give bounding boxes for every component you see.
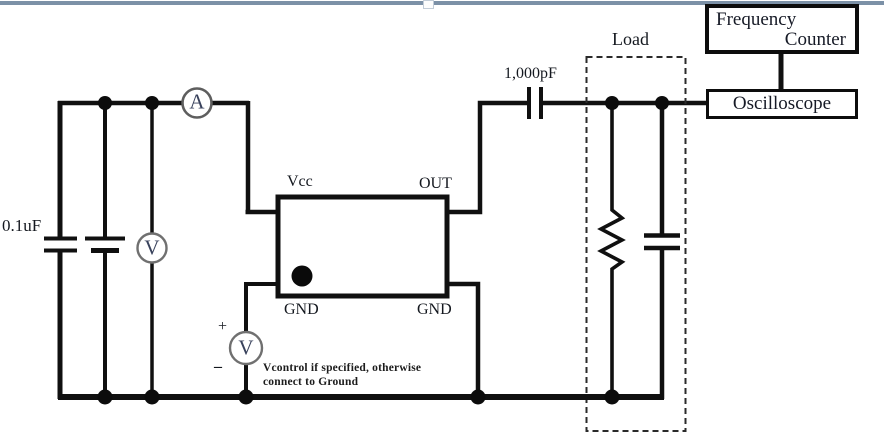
junction-dot (97, 389, 113, 405)
load-dashed-box (585, 56, 687, 432)
load-label: Load (612, 29, 649, 49)
dut-out-pin-label: OUT (419, 175, 452, 192)
frequency-counter-box: Frequency Counter (705, 4, 859, 54)
junction-dot (604, 389, 620, 405)
control-voltmeter-circle (228, 330, 264, 366)
junction-dot (145, 96, 159, 110)
junction-dot (470, 389, 486, 405)
dut-gnd-right-pin-label: GND (417, 301, 452, 318)
oscilloscope-label: Oscilloscope (732, 93, 832, 114)
series-capacitor-symbol (527, 87, 543, 119)
vcontrol-note-line2: connect to Ground (263, 376, 359, 388)
control-voltmeter-letter: V (238, 335, 254, 360)
pin1-marker-dot (291, 265, 313, 287)
load-resistor (597, 103, 626, 397)
dut-vcc-pin-label: Vcc (287, 173, 313, 190)
junction-dot (655, 96, 669, 110)
supply-voltmeter-circle (136, 232, 168, 264)
frequency-counter-label-line2: Counter (784, 29, 846, 50)
dut-gnd-left-pin-label: GND (284, 301, 319, 318)
vcontrol-note-line1: Vcontrol if specified, otherwise (263, 362, 422, 374)
vcc-feed-wire (245, 101, 280, 215)
oscilloscope-box: Oscilloscope (706, 89, 858, 119)
decoupling-capacitor-symbol (44, 236, 77, 253)
page-divider-line (0, 1, 884, 5)
series-cap-label: 1,000pF (504, 65, 557, 82)
junction-dot (144, 389, 160, 405)
supply-voltmeter-letter: V (144, 235, 160, 260)
vcontrol-minus-sign: – (214, 358, 222, 375)
junction-dot (238, 389, 254, 405)
out-wire (445, 100, 527, 215)
page-divider-notch (423, 0, 434, 9)
ammeter-circle (181, 87, 213, 119)
decoupling-cap-label: 0.1uF (2, 216, 42, 235)
junction-dot (605, 96, 619, 110)
junction-dots (97, 96, 669, 405)
frequency-counter-label-line1: Frequency (716, 9, 797, 30)
ammeter-letter: A (189, 89, 205, 114)
junction-dot (98, 96, 112, 110)
dut-box (275, 194, 450, 299)
vcontrol-plus-sign: + (218, 318, 228, 335)
load-capacitor-symbol (644, 233, 680, 251)
gnd-right-wire (445, 281, 481, 399)
